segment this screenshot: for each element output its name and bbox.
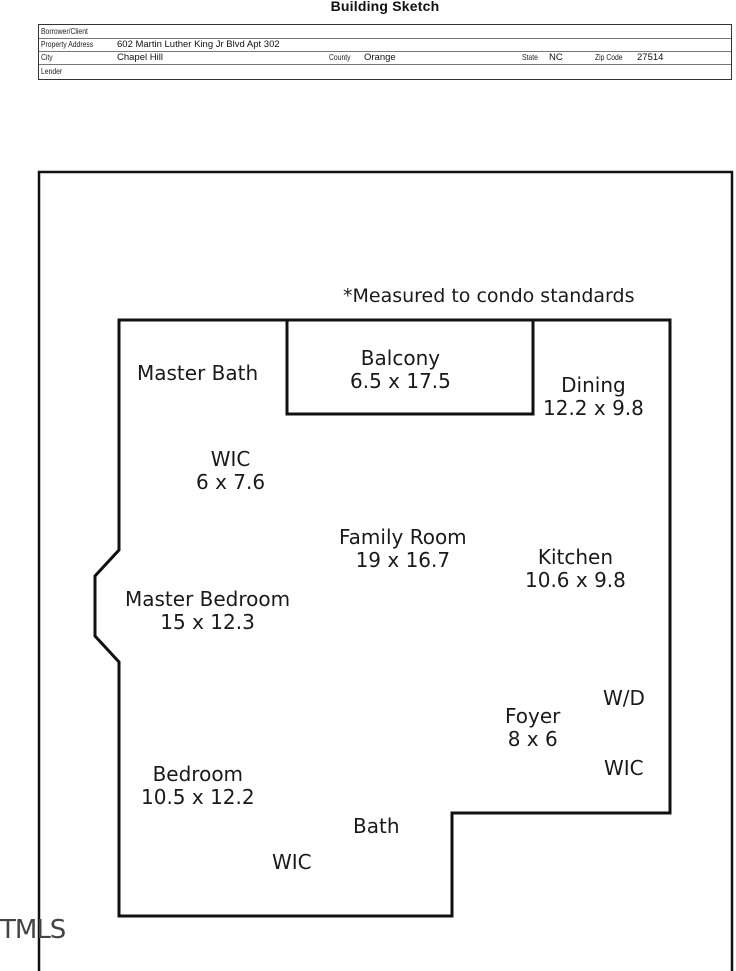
room-name: Kitchen	[537, 545, 614, 569]
lender-row: Lender	[39, 65, 731, 78]
balcony-outline	[285, 318, 535, 416]
room-wd: W/D	[603, 687, 645, 710]
room-dims: 10.6 x 9.8	[525, 568, 626, 592]
room-dims: 10.5 x 12.2	[141, 785, 255, 809]
city-row: City Chapel Hill County Orange State NC …	[39, 51, 731, 65]
room-bedroom: Bedroom 10.5 x 12.2	[141, 763, 255, 809]
room-name: W/D	[603, 686, 645, 710]
page-title: Building Sketch	[330, 0, 440, 14]
room-bath: Bath	[353, 815, 400, 838]
room-balcony: Balcony 6.5 x 17.5	[350, 347, 451, 393]
city-label: City	[41, 52, 53, 62]
room-name: WIC	[272, 850, 312, 874]
address-value: 602 Martin Luther King Jr Blvd Apt 302	[117, 39, 280, 50]
city-value: Chapel Hill	[117, 52, 163, 63]
room-dims: 8 x 6	[507, 727, 558, 751]
county-value: Orange	[364, 52, 396, 63]
room-name: Master Bath	[137, 361, 259, 385]
room-name: WIC	[210, 447, 251, 471]
room-name: Balcony	[360, 346, 441, 370]
room-dims: 6 x 7.6	[196, 470, 266, 494]
borrower-label: Borrower/Client	[41, 26, 88, 36]
state-value: NC	[549, 52, 563, 63]
outer-page-border	[37, 170, 734, 971]
zip-value: 27514	[637, 52, 664, 63]
room-dims: 12.2 x 9.8	[543, 396, 644, 420]
watermark: TMLS	[0, 915, 66, 945]
room-name: Dining	[561, 373, 626, 397]
room-wic-foyer: WIC	[604, 757, 644, 780]
state-label: State	[522, 52, 538, 62]
address-label: Property Address	[41, 39, 94, 49]
lender-label: Lender	[41, 66, 63, 76]
room-name: WIC	[604, 756, 644, 780]
room-name: Bath	[353, 814, 400, 838]
zip-label: Zip Code	[595, 52, 623, 62]
borrower-row: Borrower/Client	[39, 25, 731, 39]
measurement-note: *Measured to condo standards	[343, 285, 635, 307]
room-name: Bedroom	[152, 762, 244, 786]
room-wic-bedroom: WIC	[272, 851, 312, 874]
room-name: Master Bedroom	[125, 587, 291, 611]
room-name: Family Room	[339, 525, 467, 549]
room-wic-master: WIC 6 x 7.6	[196, 448, 265, 494]
room-dims: 6.5 x 17.5	[350, 369, 451, 393]
room-kitchen: Kitchen 10.6 x 9.8	[525, 546, 626, 592]
room-name: Foyer	[505, 704, 561, 728]
room-foyer: Foyer 8 x 6	[505, 705, 560, 751]
room-dining: Dining 12.2 x 9.8	[543, 374, 644, 420]
unit-outline	[93, 318, 672, 918]
county-label: County	[329, 52, 351, 62]
room-master-bath: Master Bath	[137, 362, 258, 385]
room-family-room: Family Room 19 x 16.7	[339, 526, 467, 572]
room-master-bedroom: Master Bedroom 15 x 12.3	[125, 588, 290, 634]
room-dims: 19 x 16.7	[355, 548, 451, 572]
property-info-form: Borrower/Client Property Address 602 Mar…	[38, 24, 732, 80]
room-dims: 15 x 12.3	[160, 610, 255, 634]
address-row: Property Address 602 Martin Luther King …	[39, 38, 731, 52]
